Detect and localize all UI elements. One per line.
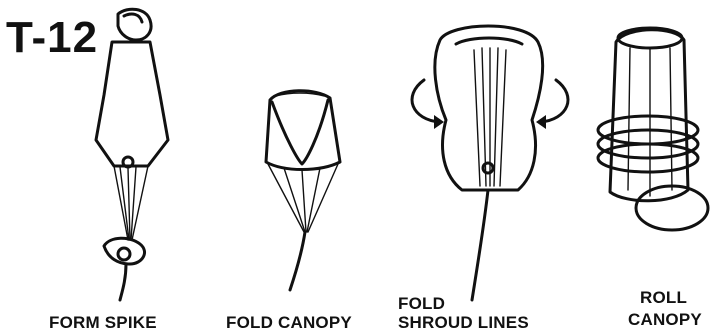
line-tail bbox=[290, 232, 305, 290]
step-label-form-spike: FORM SPIKE bbox=[49, 314, 157, 331]
line-coil bbox=[636, 186, 708, 230]
line bbox=[308, 164, 338, 232]
step-label-fold: FOLD bbox=[398, 295, 445, 312]
gore-lines bbox=[474, 48, 506, 186]
line bbox=[307, 168, 320, 232]
knuckle bbox=[118, 248, 130, 260]
line-tail bbox=[472, 190, 488, 300]
step-label-fold-canopy: FOLD CANOPY bbox=[226, 314, 352, 331]
form-spike-illustration bbox=[96, 9, 168, 300]
step-label-shroud-lines: SHROUD LINES bbox=[398, 314, 529, 331]
line bbox=[131, 167, 136, 240]
vent bbox=[123, 157, 133, 167]
canopy-top-fold bbox=[456, 38, 522, 44]
step-label-roll: ROLL bbox=[640, 289, 687, 306]
canopy-fold bbox=[272, 100, 328, 164]
vent bbox=[483, 163, 493, 173]
line-tail bbox=[120, 264, 126, 300]
fold-shroud-lines-illustration bbox=[412, 26, 568, 300]
fold-canopy-illustration bbox=[266, 91, 340, 290]
line bbox=[132, 166, 148, 240]
hand-finger bbox=[124, 14, 142, 22]
step-label-canopy: CANOPY bbox=[628, 311, 702, 328]
left-arrow-head bbox=[434, 115, 444, 129]
roll-canopy-illustration bbox=[598, 28, 708, 230]
right-arrow-head bbox=[536, 115, 546, 129]
roll-folds bbox=[628, 48, 672, 196]
spike-canopy bbox=[96, 42, 168, 166]
canopy-outline bbox=[435, 26, 543, 190]
right-arrow-curve bbox=[540, 80, 568, 122]
